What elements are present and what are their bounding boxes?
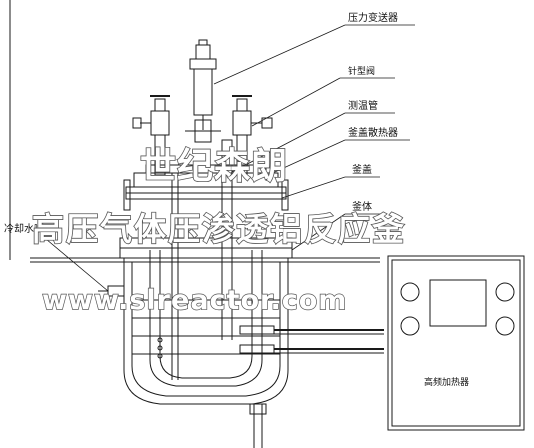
label-needle-valve: 针型阀 bbox=[348, 65, 375, 77]
leader-thermowell bbox=[231, 112, 346, 173]
leader-lines bbox=[39, 24, 415, 292]
label-thermowell: 测温管 bbox=[348, 99, 378, 112]
label-pressure-transmitter: 压力变送器 bbox=[348, 11, 398, 24]
leader-needle-valve bbox=[251, 77, 341, 127]
label-cooling-water: 冷却水嘴 bbox=[4, 222, 44, 235]
leader-cooling-water bbox=[39, 233, 109, 292]
label-body: 釜体 bbox=[352, 200, 372, 213]
label-lid-radiator: 釜盖散热器 bbox=[348, 126, 398, 139]
watermark-url: www.slreactor.com bbox=[42, 285, 347, 316]
watermark-company: 世纪森朗 bbox=[140, 146, 288, 187]
leader-body bbox=[291, 213, 346, 251]
label-hf-heater: 高频加热器 bbox=[424, 376, 469, 388]
leader-lid bbox=[281, 176, 346, 199]
leader-lid-radiator bbox=[265, 139, 346, 177]
watermark-title: 高压气体压渗透铝反应釜 bbox=[32, 210, 406, 248]
label-lid: 釜盖 bbox=[352, 163, 372, 176]
vessel-drawing bbox=[9, 0, 525, 448]
leader-pressure-transmitter bbox=[213, 24, 346, 85]
